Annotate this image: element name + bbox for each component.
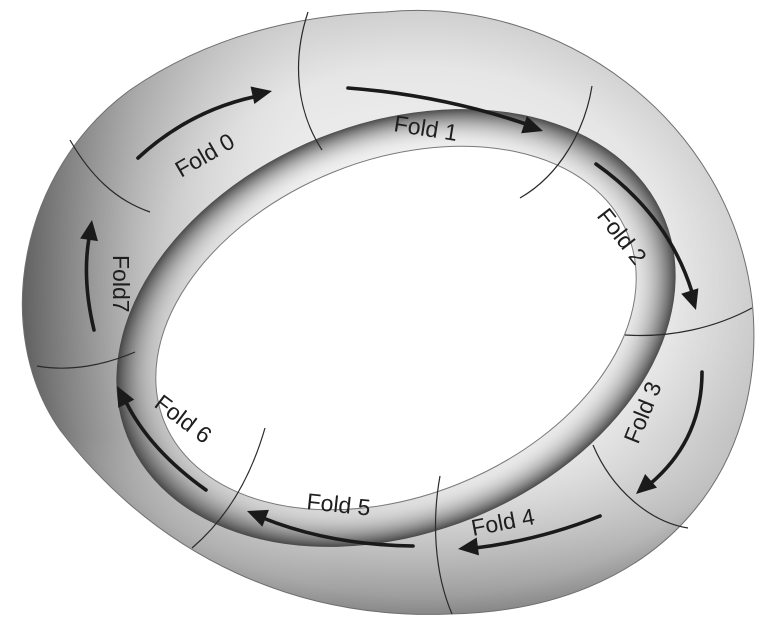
fold-7-label: Fold7 (108, 255, 134, 313)
